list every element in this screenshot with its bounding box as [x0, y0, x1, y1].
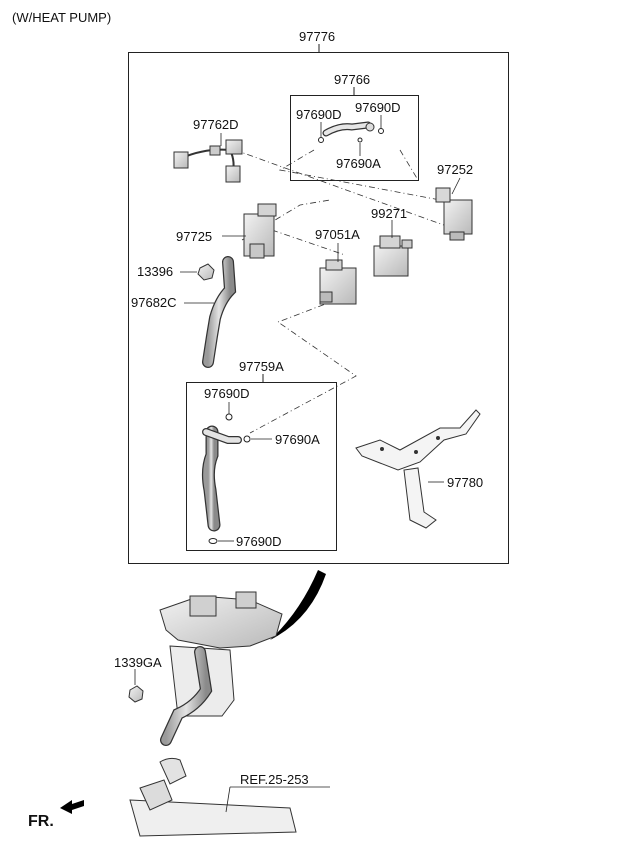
label-oring-top-center: 97690A [336, 156, 381, 171]
valve-center-part [319, 259, 357, 305]
sensor-right-part [435, 187, 473, 241]
valve-left-part [243, 203, 277, 259]
oring-bottom-low-icon [208, 538, 218, 544]
label-oring-top-right: 97690D [355, 100, 401, 115]
label-nut: 13396 [137, 264, 174, 279]
label-oring-bottom-low: 97690D [236, 534, 282, 549]
label-valve-left: 97725 [176, 229, 213, 244]
label-oring-top-left: 97690D [296, 107, 342, 122]
nut-lower-part [128, 685, 144, 703]
front-marker-label: FR. [28, 813, 54, 830]
oring-bottom-right-icon [243, 435, 251, 443]
front-arrow-icon [60, 800, 84, 814]
label-bracket: 97780 [447, 475, 484, 490]
label-wiring-harness: 97762D [193, 117, 239, 132]
bracket-part [355, 409, 481, 529]
label-subassembly-top: 97766 [334, 72, 371, 87]
label-assembly: 97776 [299, 29, 336, 44]
oring-bottom-top-icon [225, 413, 233, 421]
oring-top-right-icon [378, 128, 384, 134]
hose-part [202, 256, 237, 368]
oring-top-left-icon [318, 137, 324, 143]
valve-right-part [373, 235, 413, 277]
callout-arrow-icon [270, 570, 326, 640]
label-nut-lower: 1339GA [114, 655, 162, 670]
hose-fitting-top [322, 121, 375, 137]
assembly-frame [128, 52, 509, 564]
label-valve-right: 99271 [371, 206, 408, 221]
hose-bottom-part [201, 425, 242, 532]
subassembly-top-frame [290, 95, 419, 181]
label-oring-bottom-top: 97690D [204, 386, 250, 401]
nut-part [197, 263, 215, 281]
assembled-view [129, 591, 297, 837]
label-reference: REF.25-253 [240, 772, 309, 787]
subassembly-bottom-frame [186, 382, 337, 551]
variant-note: (W/HEAT PUMP) [12, 10, 112, 25]
wiring-harness-part [173, 139, 243, 183]
label-sensor-right: 97252 [437, 162, 474, 177]
oring-top-center-icon [357, 137, 363, 143]
label-valve-center: 97051A [315, 227, 360, 242]
label-oring-bottom-right: 97690A [275, 432, 320, 447]
label-subassembly-bottom: 97759A [239, 359, 284, 374]
label-hose: 97682C [131, 295, 177, 310]
